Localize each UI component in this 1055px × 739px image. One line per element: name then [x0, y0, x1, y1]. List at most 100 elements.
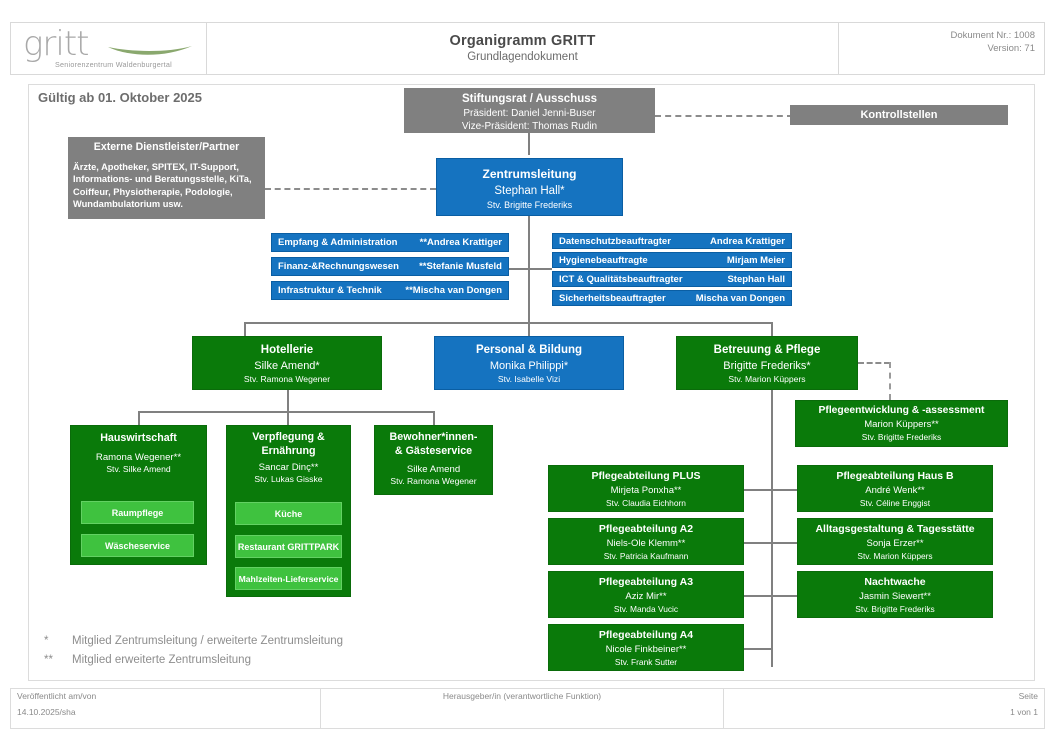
officer-strip-person: Mirjam Meier — [726, 254, 785, 266]
externe-line-4: Wundambulatorium usw. — [73, 199, 184, 210]
node-raumpflege[interactable]: Raumpflege — [81, 501, 194, 524]
connector-bus-to-hauswirtschaft — [138, 411, 140, 425]
connector-division-bus — [244, 322, 772, 324]
hauswirtschaft-title: Hauswirtschaft — [100, 432, 177, 444]
connector-admin-strips — [508, 268, 529, 270]
legend-text-double: Mitglied erweiterte Zentrumsleitung — [72, 654, 251, 666]
admin-strip-3[interactable]: Infrastruktur & Technik **Mischa van Dong… — [271, 281, 509, 300]
footer-col3-header: Seite — [1018, 691, 1038, 701]
node-bewohner-gaesteservice[interactable]: Bewohner*innen- & Gästeservice Silke Ame… — [374, 425, 493, 495]
hotellerie-deputy: Stv. Ramona Wegener — [243, 374, 331, 384]
connector-pflege-right-2 — [771, 542, 798, 544]
admin-strip-label: Infrastruktur & Technik — [278, 285, 382, 296]
stiftungsrat-title: Stiftungsrat / Ausschuss — [461, 93, 598, 105]
verpflegung-title-line2: Ernährung — [261, 445, 316, 457]
footer-col2-value — [321, 705, 724, 728]
legend-marker-single: * — [44, 635, 49, 647]
connector-hotellerie-down — [287, 390, 289, 412]
logo-swoosh-icon — [107, 45, 193, 58]
admin-strip-label: Finanz-&Rechnungswesen — [278, 261, 399, 272]
legend-row: ** Mitglied erweiterte Zentrumsleitung — [44, 651, 343, 670]
officer-strip-4[interactable]: Sicherheitsbeauftragter Mischa van Dongen — [552, 290, 792, 306]
bewohner-title-line2: & Gästeservice — [394, 445, 473, 457]
legend-text-single: Mitglied Zentrumsleitung / erweiterte Ze… — [72, 635, 344, 647]
mahlzeiten-lieferservice-label: Mahlzeiten-Lieferservice — [238, 574, 339, 584]
node-pflegeabteilung-left-2[interactable]: Pflegeabteilung A2 Niels-Ole Klemm** Stv. … — [548, 518, 744, 565]
legend: * Mitglied Zentrumsleitung / erweiterte … — [44, 632, 343, 670]
page-subtitle: Grundlagendokument — [467, 50, 578, 63]
node-personal-bildung[interactable]: Personal & Bildung Monika Philippi* Stv.… — [434, 336, 624, 390]
logo-cell: gritt Seniorenzentrum Waldenburgertal — [11, 23, 207, 74]
pflegeentwicklung-title: Pflegeentwicklung & -assessment — [818, 405, 985, 416]
node-pflegeabteilung-left-name: Mirjeta Ponxha** — [610, 485, 682, 496]
zentrumsleitung-name: Stephan Hall* — [494, 185, 565, 197]
connector-hotellerie-bus — [138, 411, 433, 413]
node-zentrumsleitung[interactable]: Zentrumsleitung Stephan Hall* Stv. Brigi… — [436, 158, 623, 216]
node-pflegeabteilung-left-name: Niels-Ole Klemm** — [606, 538, 686, 549]
personal-name: Monika Philippi* — [489, 360, 569, 372]
document-version: Version: 71 — [987, 43, 1035, 54]
document-number: Dokument Nr.: 1008 — [950, 30, 1036, 41]
node-externe-dienstleister[interactable]: Externe Dienstleister/Partner Ärzte, Apo… — [68, 137, 265, 219]
node-pflege-right-title: Nachtwache — [864, 576, 926, 588]
zentrumsleitung-title: Zentrumsleitung — [482, 167, 577, 181]
officer-strip-label: ICT & Qualitätsbeauftragter — [559, 273, 683, 285]
officer-strip-label: Sicherheitsbeauftragter — [559, 292, 666, 304]
node-pflege-right-deputy: Stv. Brigitte Frederiks — [855, 604, 935, 614]
node-kueche[interactable]: Küche — [235, 502, 342, 525]
node-mahlzeiten-lieferservice[interactable]: Mahlzeiten-Lieferservice — [235, 567, 342, 590]
footer-col1-value: 14.10.2025/sha — [11, 705, 321, 728]
officer-strip-3[interactable]: ICT & Qualitätsbeauftragter Stephan Hall — [552, 271, 792, 287]
node-pflegeabteilung-left-deputy: Stv. Claudia Eichhorn — [606, 498, 686, 508]
node-hotellerie[interactable]: Hotellerie Silke Amend* Stv. Ramona Wege… — [192, 336, 382, 390]
node-pflegeentwicklung[interactable]: Pflegeentwicklung & -assessment Marion K… — [795, 400, 1008, 447]
officer-strip-person: Mischa van Dongen — [695, 292, 785, 304]
node-pflegeabteilung-left-title: Pflegeabteilung A2 — [598, 523, 694, 535]
admin-strip-1[interactable]: Empfang & Administration**Andrea Krattig… — [271, 233, 509, 252]
node-pflegeabteilung-left-title: Pflegeabteilung A4 — [598, 629, 694, 641]
raumpflege-label: Raumpflege — [111, 508, 164, 518]
personal-deputy: Stv. Isabelle Vizi — [497, 374, 561, 384]
officer-strip-2[interactable]: Hygienebeauftragte Mirjam Meier — [552, 252, 792, 268]
footer-value-row: 14.10.2025/sha 1 von 1 — [11, 705, 1044, 728]
bewohner-deputy: Stv. Ramona Wegener — [390, 476, 477, 486]
hauswirtschaft-deputy: Stv. Silke Amend — [106, 464, 171, 474]
admin-strip-person: **Andrea Krattiger — [419, 237, 502, 248]
kueche-label: Küche — [274, 509, 303, 519]
footer-header-row: Veröffentlicht am/von Herausgeber/in (ve… — [11, 689, 1044, 705]
node-kontrollstellen[interactable]: Kontrollstellen — [790, 105, 1008, 125]
node-stiftungsrat[interactable]: Stiftungsrat / Ausschuss Präsident: Dani… — [404, 88, 655, 133]
node-restaurant-grittpark[interactable]: Restaurant GRITTPARK — [235, 535, 342, 558]
connector-pflege-left-1 — [744, 489, 772, 491]
node-pflegeabteilung-left-deputy: Stv. Patricia Kaufmann — [603, 551, 689, 561]
node-pflege-right-deputy: Stv. Céline Enggist — [859, 498, 931, 508]
connector-pflege-left-2 — [744, 542, 772, 544]
officer-strip-person: Stephan Hall — [727, 273, 785, 285]
verpflegung-title-line1: Verpflegung & — [252, 431, 325, 443]
admin-strip-2[interactable]: Finanz-&Rechnungswesen**Stefanie Musfeld — [271, 257, 509, 276]
connector-pflege-dev-h — [858, 362, 890, 364]
admin-strip-person: **Mischa van Dongen — [405, 285, 502, 296]
node-pflegeabteilung-left-title: Pflegeabteilung A3 — [598, 576, 694, 588]
node-waescheservice[interactable]: Wäscheservice — [81, 534, 194, 557]
node-pflege-right-title: Alltagsgestaltung & Tagesstätte — [815, 523, 975, 535]
externe-title: Externe Dienstleister/Partner — [93, 141, 240, 153]
connector-bus-to-personal — [528, 322, 530, 336]
connector-pflege-dev-v — [889, 362, 891, 400]
footer-col1-header: Veröffentlicht am/von — [11, 689, 321, 705]
document-footer: Veröffentlicht am/von Herausgeber/in (ve… — [10, 688, 1045, 729]
officer-strip-label: Hygienebeauftragte — [559, 254, 648, 266]
legend-row: * Mitglied Zentrumsleitung / erweiterte … — [44, 632, 343, 651]
personal-title: Personal & Bildung — [475, 344, 583, 356]
brand-logo-subtitle: Seniorenzentrum Waldenburgertal — [55, 60, 172, 69]
node-betreuung-pflege[interactable]: Betreuung & Pflege Brigitte Frederiks* S… — [676, 336, 858, 390]
connector-board-to-control — [655, 115, 793, 117]
